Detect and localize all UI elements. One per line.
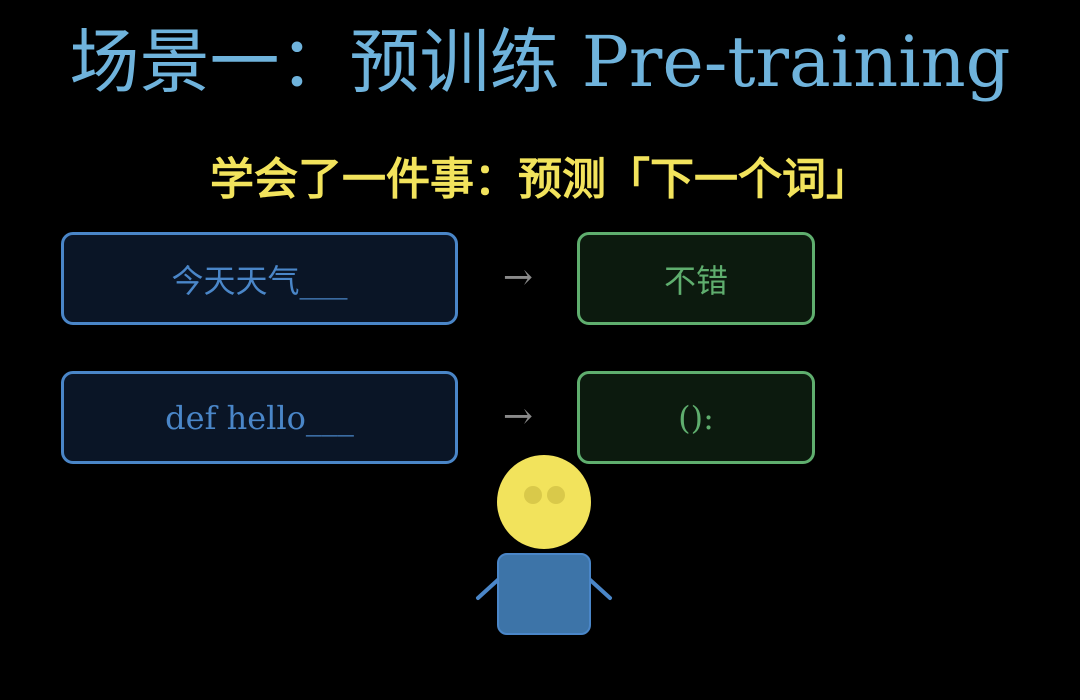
- example-input-2: def hello___: [61, 371, 458, 464]
- example-output-2: ():: [577, 371, 815, 464]
- robot-left-arm: [476, 576, 502, 600]
- robot-right-eye: [547, 486, 565, 504]
- robot-left-eye: [524, 486, 542, 504]
- example-input-1: 今天天气___: [61, 232, 458, 325]
- robot-figure: [476, 455, 612, 635]
- robot-right-arm: [586, 576, 612, 600]
- page-title: 场景一：预训练 Pre-training: [69, 21, 1011, 103]
- page-subtitle: 学会了一件事：预测「下一个词」: [210, 154, 870, 205]
- example-output-1: 不错: [577, 232, 815, 325]
- robot-body: [497, 553, 591, 635]
- arrow-1: →: [502, 257, 534, 298]
- robot-head: [497, 455, 591, 549]
- arrow-2: →: [502, 396, 534, 437]
